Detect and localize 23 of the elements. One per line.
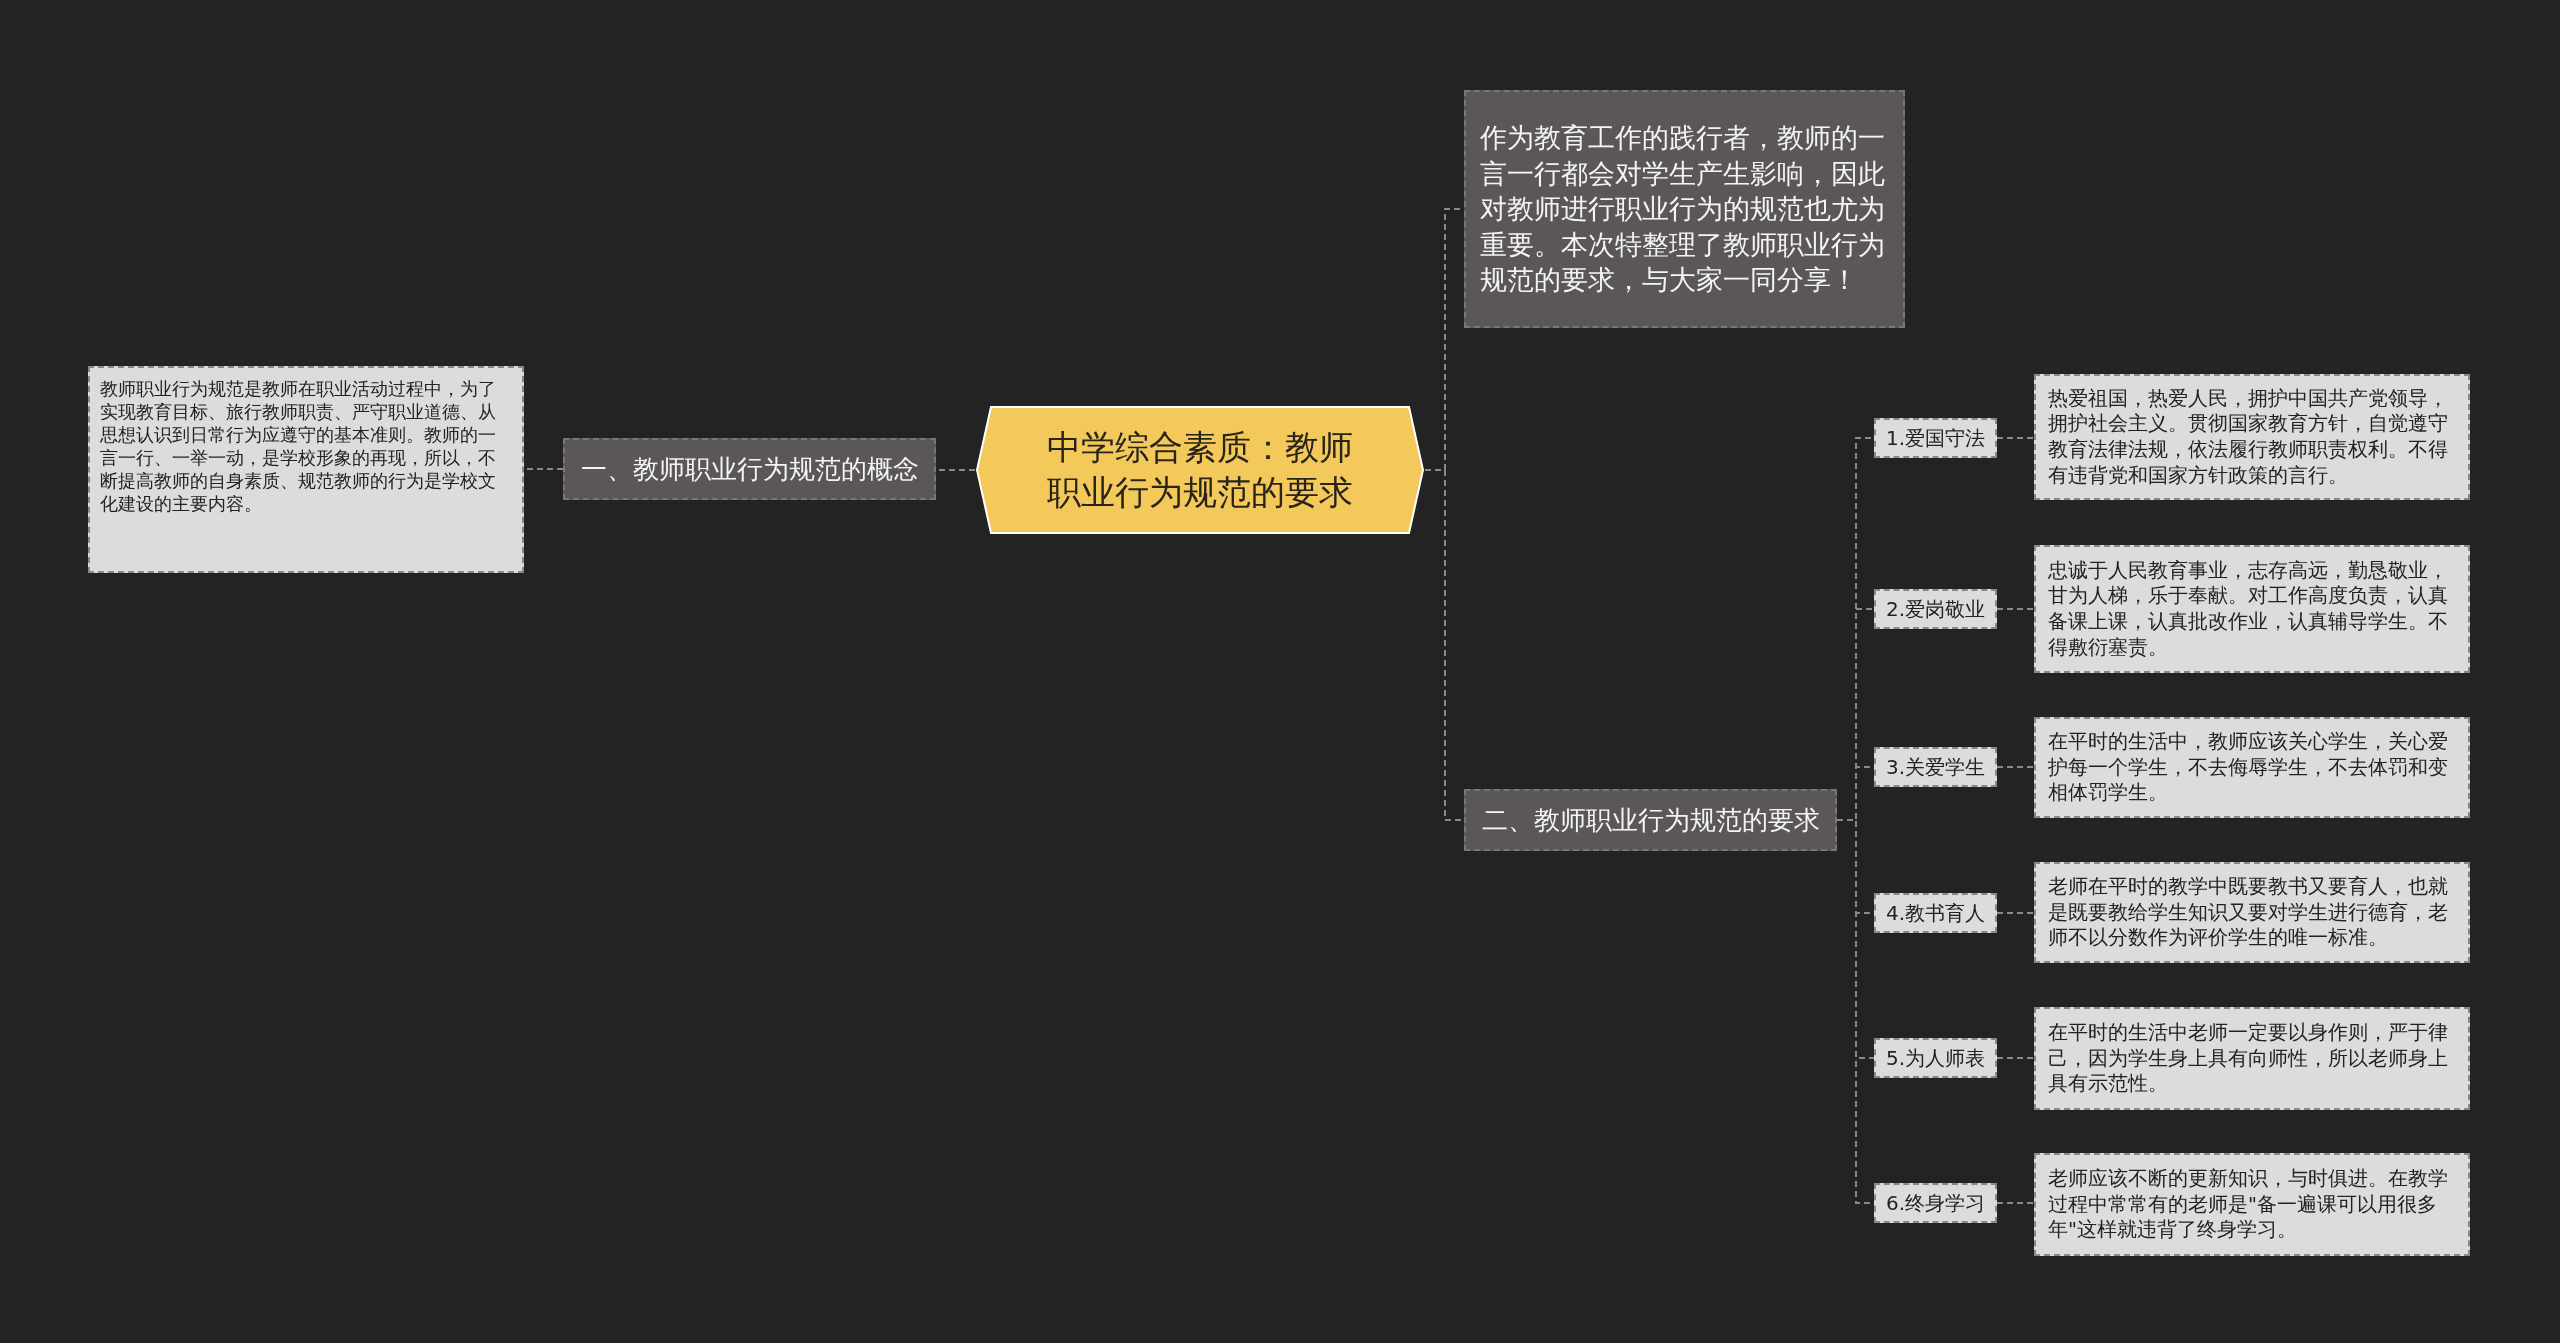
item-box: 3.关爱学生 bbox=[1874, 747, 1997, 787]
item-box: 5.为人师表 bbox=[1874, 1038, 1997, 1078]
connector-line bbox=[1996, 912, 2035, 914]
branch-box: 一、教师职业行为规范的概念 bbox=[563, 438, 936, 500]
branch-box: 二、教师职业行为规范的要求 bbox=[1464, 789, 1837, 851]
connector-line bbox=[1996, 608, 2035, 610]
description-box: 在平时的生活中老师一定要以身作则，严于律己，因为学生身上具有向师性，所以老师身上具有示范性。 bbox=[2034, 1007, 2470, 1110]
connector-line bbox=[1996, 1057, 2035, 1059]
item-box: 6.终身学习 bbox=[1874, 1183, 1997, 1223]
connector-line bbox=[1996, 1202, 2035, 1204]
description-box: 教师职业行为规范是教师在职业活动过程中，为了实现教育目标、旅行教师职责、严守职业道德、从思想认识到日常行为应遵守的基本准则。教师的一言一行、一举一动，是学校形象的再现，所以，不断提高教师的自身素质、规范教师的行为是学校文化建设的主要内容。 bbox=[88, 366, 524, 573]
connector-line bbox=[1996, 766, 2035, 768]
description-box: 忠诚于人民教育事业，志存高远，勤恳敬业，甘为人梯，乐于奉献。对工作高度负责，认真备课上课，认真批改作业，认真辅导学生。不得敷衍塞责。 bbox=[2034, 545, 2470, 673]
connector-line bbox=[1996, 437, 2035, 439]
item-box: 2.爱岗敬业 bbox=[1874, 589, 1997, 629]
item-box: 1.爱国守法 bbox=[1874, 418, 1997, 458]
description-box: 老师在平时的教学中既要教书又要育人，也就是既要教给学生知识又要对学生进行德育，老师不以分数作为评价学生的唯一标准。 bbox=[2034, 862, 2470, 963]
description-box: 热爱祖国，热爱人民，拥护中国共产党领导，拥护社会主义。贯彻国家教育方针，自觉遵守教育法律法规，依法履行教师职责权利。不得有违背党和国家方针政策的言行。 bbox=[2034, 374, 2470, 500]
description-box: 老师应该不断的更新知识，与时俱进。在教学过程中常常有的老师是"备一遍课可以用很多年"这样就违背了终身学习。 bbox=[2034, 1153, 2470, 1256]
topic-hexagon: 中学综合素质：教师职业行为规范的要求 bbox=[975, 405, 1425, 535]
item-box: 4.教书育人 bbox=[1874, 893, 1997, 933]
note-box: 作为教育工作的践行者，教师的一言一行都会对学生产生影响，因此对教师进行职业行为的规范也尤为重要。本次特整理了教师职业行为规范的要求，与大家一同分享！ bbox=[1464, 90, 1905, 328]
description-box: 在平时的生活中，教师应该关心学生，关心爱护每一个学生，不去侮辱学生，不去体罚和变相体罚学生。 bbox=[2034, 717, 2470, 818]
